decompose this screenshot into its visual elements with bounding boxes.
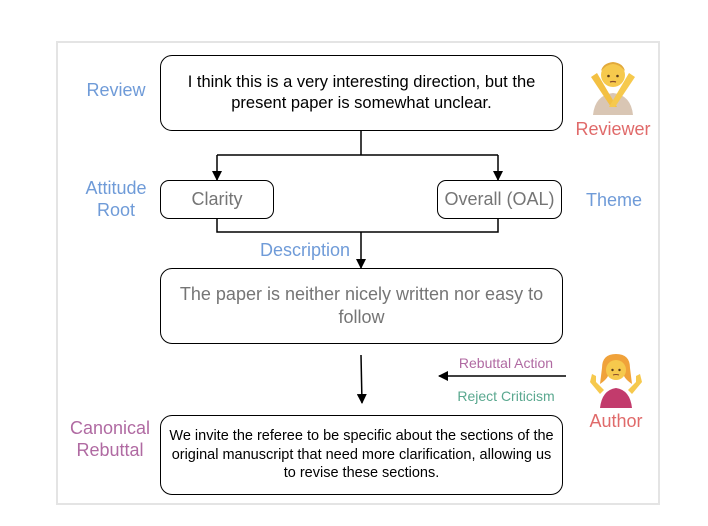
description-box: The paper is neither nicely written nor … bbox=[160, 268, 563, 344]
diagram-frame bbox=[56, 41, 660, 505]
merge-bracket bbox=[216, 219, 499, 233]
canonical-rebuttal-box: We invite the referee to be specific abo… bbox=[160, 415, 563, 495]
theme-box: Overall (OAL) bbox=[437, 180, 562, 219]
review-text: I think this is a very interesting direc… bbox=[187, 72, 536, 112]
theme-label: Theme bbox=[585, 190, 643, 210]
author-label: Author bbox=[589, 411, 643, 431]
canonical-rebuttal-text: We invite the referee to be specific abo… bbox=[169, 427, 554, 482]
arrow-to-rebuttal bbox=[356, 354, 367, 404]
canonical-rebuttal-label-line1: Canonical bbox=[69, 418, 151, 438]
person-shrugging-icon bbox=[586, 350, 646, 408]
reviewer-label: Reviewer bbox=[575, 119, 651, 139]
theme-value: Overall (OAL) bbox=[444, 189, 555, 209]
attitude-root-label: Attitude Root bbox=[76, 178, 156, 221]
canonical-rebuttal-label-line2: Rebuttal bbox=[76, 439, 144, 460]
rebuttal-action-label: Rebuttal Action bbox=[458, 355, 554, 371]
attitude-root-label-line2: Root bbox=[96, 199, 136, 220]
attitude-root-label-line1: Attitude bbox=[85, 178, 147, 198]
description-label: Description bbox=[259, 240, 351, 260]
rebuttal-action-value: Reject Criticism bbox=[457, 388, 555, 404]
description-text: The paper is neither nicely written nor … bbox=[179, 283, 544, 327]
review-box: I think this is a very interesting direc… bbox=[160, 55, 563, 131]
canonical-rebuttal-label: Canonical Rebuttal bbox=[62, 418, 158, 461]
attitude-root-box: Clarity bbox=[160, 180, 274, 219]
review-label: Review bbox=[86, 80, 146, 100]
attitude-root-value: Clarity bbox=[191, 189, 243, 209]
person-gesturing-no-icon bbox=[583, 55, 643, 115]
